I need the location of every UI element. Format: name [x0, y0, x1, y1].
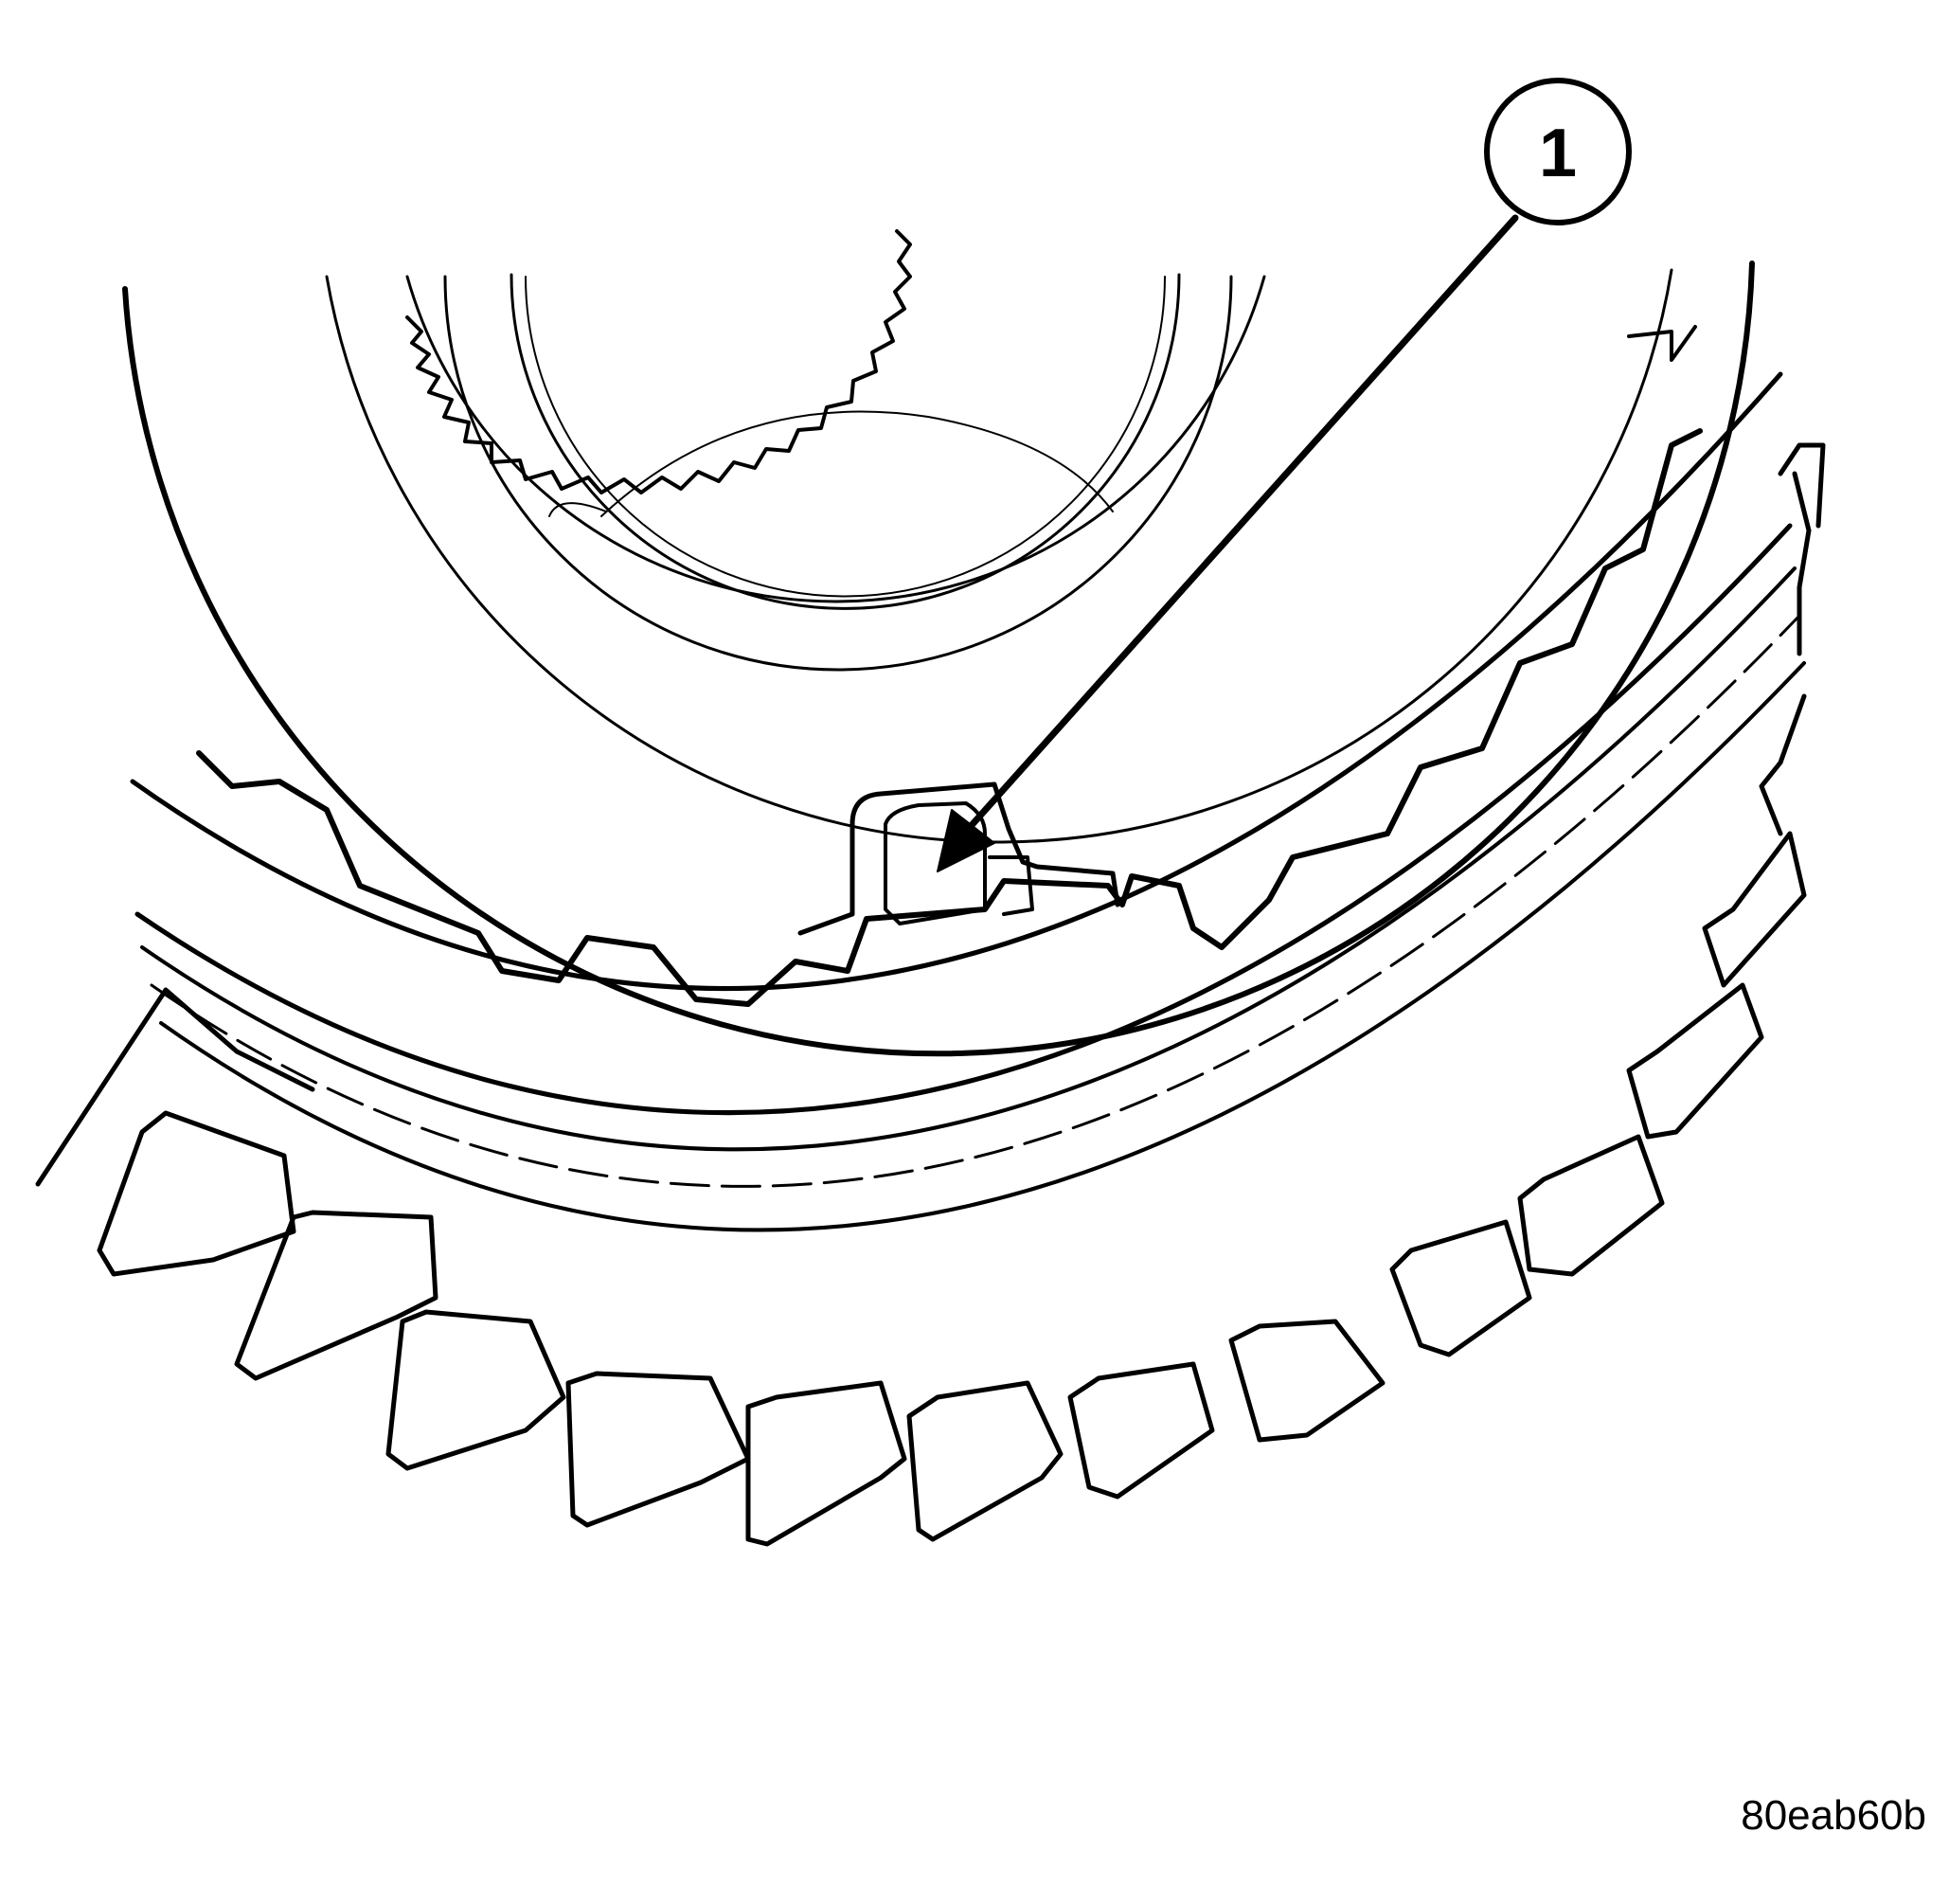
- hub-ring-outer: [325, 268, 1673, 844]
- helical-teeth: [35, 442, 1826, 1547]
- hub-bore-ring: [510, 273, 1181, 610]
- dog-teeth-ring: [196, 428, 1703, 1007]
- callout-arrowhead: [937, 809, 995, 872]
- hub-ring-1: [405, 275, 1266, 603]
- key-slot: [797, 781, 1120, 936]
- callout-leader-line: [960, 214, 1519, 837]
- spline-ring: [405, 229, 912, 494]
- bore-shadow: [600, 410, 1114, 517]
- bore-shadow-2: [548, 502, 607, 517]
- figure-id: 80eab60b: [1741, 1792, 1926, 1839]
- rim-band-arc-3: [140, 566, 1797, 1152]
- key-ear: [988, 855, 1034, 916]
- callout-bubble: [1484, 78, 1632, 225]
- rim-band-arc-2: [134, 523, 1793, 1116]
- sync-teeth-right: [1627, 325, 1697, 362]
- rim-band-arc-4: [150, 614, 1801, 1188]
- hub-bore-ring-inner: [525, 276, 1166, 598]
- rim-band-arc-5: [159, 661, 1806, 1232]
- rim-band-arc-1: [130, 371, 1783, 991]
- key-block: [884, 801, 987, 925]
- callout-label-1: 1: [1539, 116, 1577, 191]
- outer-rim-arc: [122, 260, 1755, 1057]
